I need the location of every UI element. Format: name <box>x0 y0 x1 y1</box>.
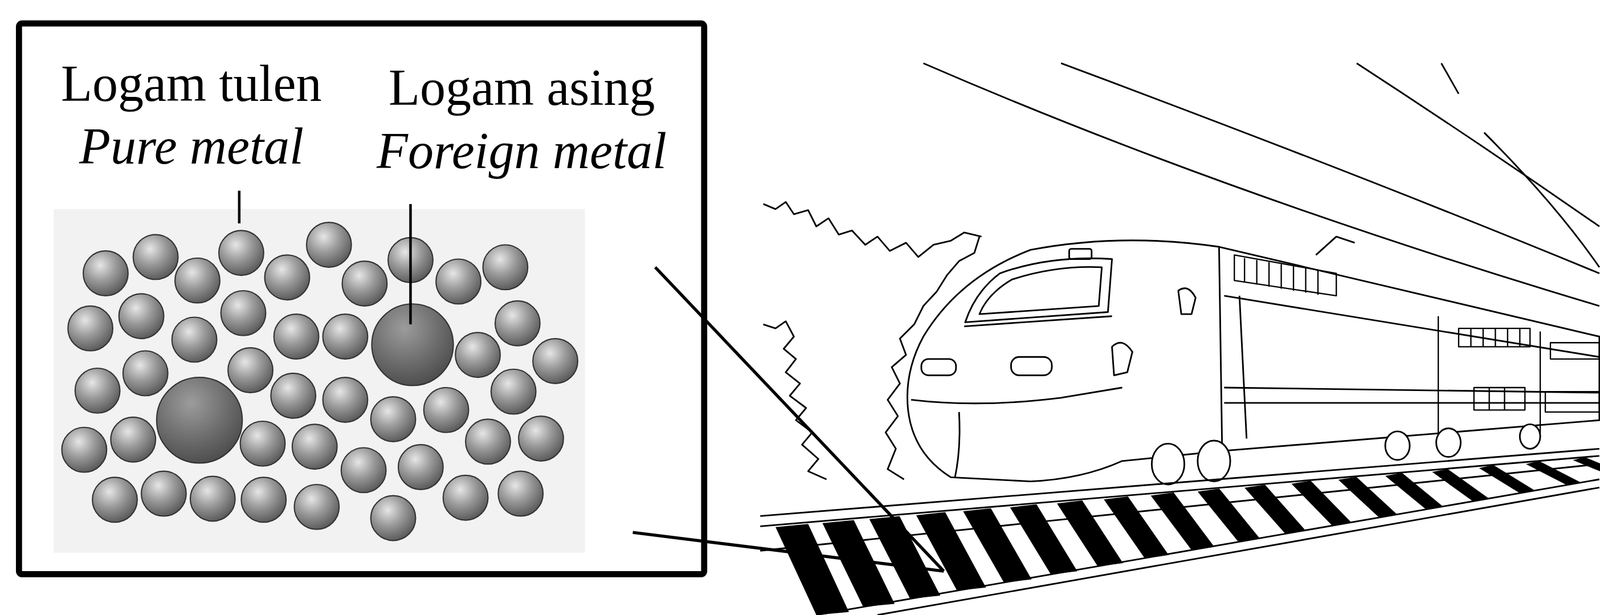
metal-atom <box>398 444 444 490</box>
metal-atom <box>190 476 236 522</box>
metal-atom <box>119 293 165 339</box>
metal-lattice <box>61 222 578 541</box>
metal-atom <box>518 415 564 461</box>
metal-atom <box>61 427 107 473</box>
rail-sleeper <box>1338 476 1398 517</box>
metal-atom <box>495 300 541 346</box>
metal-atom <box>240 421 286 467</box>
metal-atom <box>83 250 129 296</box>
metal-atom <box>156 377 243 463</box>
rail-sleeper <box>1150 492 1215 550</box>
metal-atom <box>172 316 218 362</box>
part-label: Logam asing <box>388 58 655 118</box>
metal-atom <box>498 471 544 517</box>
metal-atom <box>264 254 310 300</box>
rail-sleeper <box>1291 480 1351 526</box>
frame-box <box>18 23 704 574</box>
rail-sleeper <box>1385 472 1443 510</box>
rail-sleeper <box>1479 464 1535 493</box>
metal-atom <box>443 475 489 521</box>
metal-atom <box>270 373 316 419</box>
metal-atom <box>292 423 338 469</box>
metal-atom <box>227 347 273 393</box>
metal-atom <box>491 369 537 415</box>
part-label: Foreign metal <box>376 121 667 181</box>
metal-atom <box>465 418 511 464</box>
metal-atom <box>110 417 156 463</box>
metal-atom <box>75 368 121 414</box>
rail-sleeper <box>1572 456 1600 477</box>
part-label: Logam tulen <box>60 54 322 114</box>
metal-atom <box>67 305 113 351</box>
metal-atom <box>306 222 352 268</box>
metal-atom <box>370 495 416 541</box>
lattice-panel <box>53 209 585 553</box>
metal-atom <box>218 230 264 276</box>
metal-atom <box>133 234 179 280</box>
metal-atom <box>371 303 453 386</box>
metal-atom <box>92 476 138 522</box>
metal-atom <box>435 259 481 305</box>
metal-atom <box>342 260 388 306</box>
train-scene <box>760 63 1600 615</box>
rail-sleeper <box>1197 488 1261 542</box>
part-label: Pure metal <box>79 116 304 177</box>
metal-atom <box>455 332 501 378</box>
metal-atom <box>141 471 187 517</box>
metal-atom <box>174 258 220 304</box>
leader-line <box>238 190 241 224</box>
metal-atom <box>423 387 469 433</box>
leader-line <box>409 203 412 325</box>
metal-atom <box>323 313 369 359</box>
metal-atom <box>341 447 387 493</box>
rail-sleeper <box>1431 468 1489 502</box>
rail-sleepers <box>775 456 1600 615</box>
rail-sleeper <box>1525 460 1580 485</box>
metal-atom <box>323 377 369 423</box>
metal-atom <box>123 350 169 397</box>
rail-sleeper <box>1244 484 1306 534</box>
metal-atom <box>274 313 320 359</box>
metal-atom <box>221 290 267 336</box>
metal-atom <box>294 484 340 530</box>
metal-atom <box>241 476 287 522</box>
metal-atom <box>532 338 578 384</box>
metal-atom <box>483 244 529 290</box>
metal-atom <box>370 396 416 442</box>
